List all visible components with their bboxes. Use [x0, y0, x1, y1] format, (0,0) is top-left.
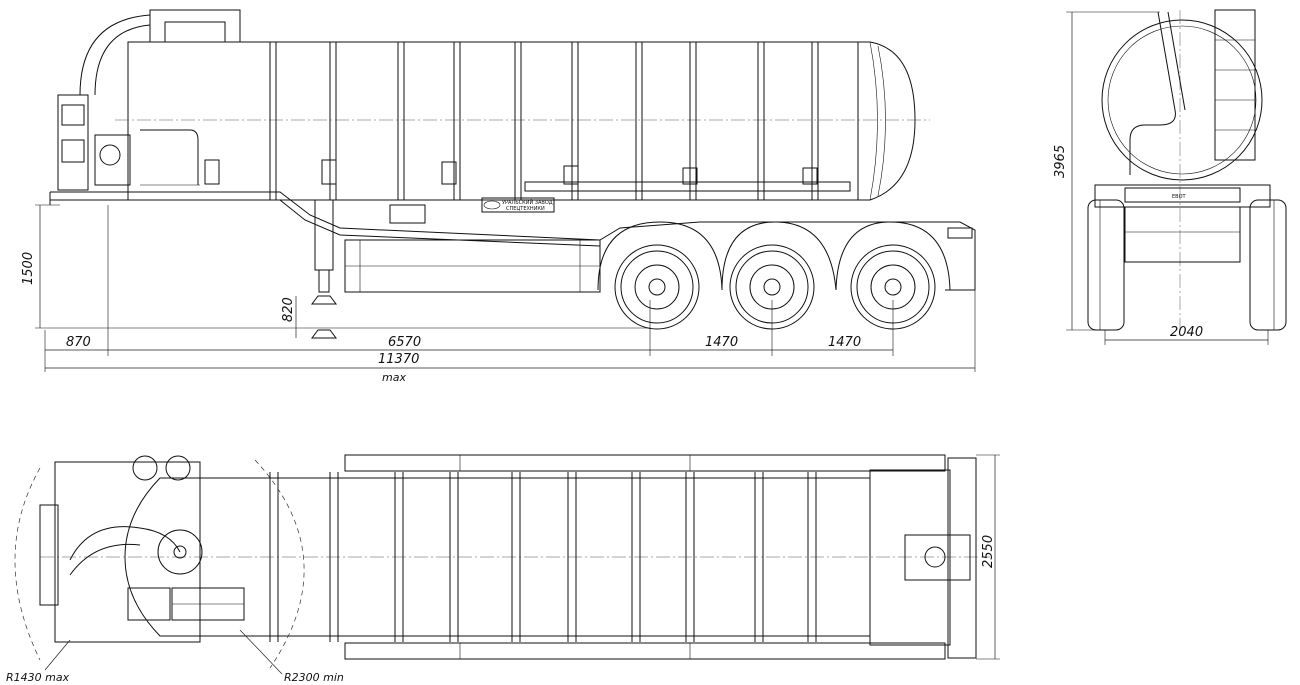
top-view: 2550 R1430 max R2300 min: [6, 454, 1000, 684]
dim-rear-height: 3965: [1053, 145, 1068, 178]
front-equipment: [57, 94, 200, 191]
plate-line-2: СПЕЦТЕХНИКИ: [506, 206, 545, 212]
tank-top-ribs: [269, 472, 817, 642]
radius-swing: R2300 min: [284, 671, 344, 684]
dim-axle-2: 1470: [828, 335, 861, 350]
dim-overall: 11370: [378, 352, 419, 367]
manufacturer-plate: УРАЛЬСКИЙ ЗАВОД СПЕЦТЕХНИКИ: [481, 197, 555, 213]
dim-width: 2550: [981, 535, 996, 568]
tank-end: [1101, 19, 1263, 181]
landing-leg: [311, 199, 337, 339]
rear-badge: ЕВОТ: [1172, 194, 1187, 200]
rear-view: ЕВОТ 3965 2040: [1053, 9, 1287, 345]
wheel-1: [614, 244, 700, 330]
dim-track: 2040: [1170, 325, 1203, 340]
side-view: УРАЛЬСКИЙ ЗАВОД СПЕЦТЕХНИКИ: [21, 9, 976, 384]
dim-axle-1: 1470: [705, 335, 738, 350]
dim-height-leg: 820: [281, 297, 296, 322]
arc-swing: [254, 459, 305, 669]
arc-front: [14, 467, 41, 661]
dim-wheelbase: 6570: [388, 335, 421, 350]
plate-line-1: УРАЛЬСКИЙ ЗАВОД: [502, 199, 553, 206]
dim-front: 870: [66, 335, 91, 350]
dim-height-coupling: 1500: [21, 252, 36, 285]
tank-top: [124, 477, 871, 637]
radius-front: R1430 max: [6, 671, 70, 684]
side-dimensions: 1500 820 870 6570 1470 1470 11370 max: [21, 204, 976, 384]
dim-overall-note: max: [382, 371, 406, 384]
chassis-frame: [50, 191, 976, 291]
